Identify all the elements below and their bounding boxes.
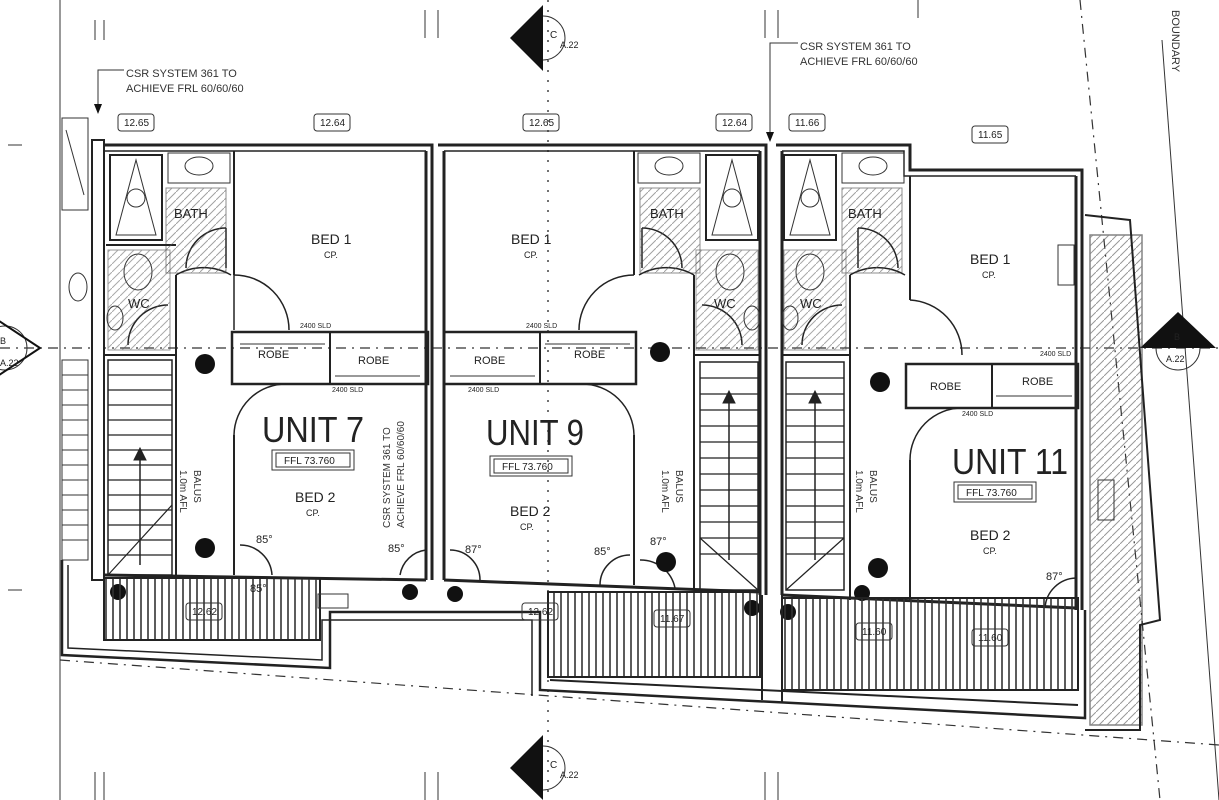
svg-text:2400 SLD: 2400 SLD: [1040, 351, 1071, 358]
svg-text:85°: 85°: [388, 543, 405, 555]
stairs: [107, 359, 845, 591]
unit7-robe2-label: ROBE: [358, 355, 389, 367]
svg-text:C: C: [550, 760, 557, 771]
external-walls: [91, 139, 1084, 610]
svg-text:2400 SLD: 2400 SLD: [332, 387, 363, 394]
unit7-bed2-label: BED 2: [295, 489, 336, 505]
svg-text:11.60: 11.60: [978, 633, 1003, 644]
internal-walls: [104, 151, 911, 600]
unit-7: BED 1 CP. UNIT 7 FFL 73.760 BED 2 CP. 1.…: [177, 231, 407, 528]
svg-text:1.0m AFL: 1.0m AFL: [659, 470, 670, 513]
bathrooms: BATH WC BATH WC BATH WC: [106, 152, 905, 351]
unit11-title: UNIT 11: [952, 441, 1068, 482]
unit-9: BED 1 CP. UNIT 9 FFL 73.760 BED 2 CP. 1.…: [486, 231, 684, 532]
unit7-title: UNIT 7: [262, 409, 364, 450]
unit-11: BED 1 CP. UNIT 11 FFL 73.760 BED 2 CP. 1…: [853, 251, 1068, 556]
svg-text:A.22: A.22: [1166, 354, 1185, 364]
svg-text:BALUS: BALUS: [191, 470, 202, 503]
level-tags-top: 12.65 12.64 12.65 12.64 11.66 11.65: [117, 113, 1009, 144]
svg-text:1.0m AFL: 1.0m AFL: [177, 470, 188, 513]
unit11-robe1-label: ROBE: [930, 381, 961, 393]
unit11-bath-label: BATH: [848, 206, 882, 221]
svg-text:CP.: CP.: [982, 270, 996, 280]
svg-text:CP.: CP.: [306, 508, 320, 518]
unit11-bed1-label: BED 1: [970, 251, 1011, 267]
section-marker-left: B A.22: [0, 320, 42, 376]
svg-text:CP.: CP.: [983, 546, 997, 556]
svg-text:B: B: [1174, 332, 1180, 342]
svg-text:A.22: A.22: [560, 40, 579, 50]
unit9-robe1-label: ROBE: [474, 355, 505, 367]
unit7-robe1-label: ROBE: [258, 349, 289, 361]
unit11-robe2-label: ROBE: [1022, 376, 1053, 388]
svg-text:85°: 85°: [250, 583, 267, 595]
section-marker-bottom: C A.22: [510, 735, 579, 800]
csr-note-left: CSR SYSTEM 361 TO ACHIEVE FRL 60/60/60: [94, 68, 244, 114]
svg-text:A.22: A.22: [0, 358, 19, 368]
unit9-robe2-label: ROBE: [574, 349, 605, 361]
unit11-bed2-label: BED 2: [970, 527, 1011, 543]
svg-text:CP.: CP.: [524, 250, 538, 260]
svg-text:12.62: 12.62: [528, 607, 553, 618]
unit7-bed1-label: BED 1: [311, 231, 352, 247]
svg-text:12.64: 12.64: [722, 118, 747, 129]
boundary-label: BOUNDARY: [1169, 10, 1181, 73]
unit7-wc-label: WC: [128, 296, 150, 311]
door-angle-labels: 85° 85° 87° 85° 87° 85° 87°: [250, 534, 1063, 595]
csr-vertical-note-line2: ACHIEVE FRL 60/60/60: [396, 421, 407, 528]
unit9-bath-label: BATH: [650, 206, 684, 221]
svg-text:12.62: 12.62: [192, 607, 217, 618]
svg-text:CP.: CP.: [324, 250, 338, 260]
svg-text:BALUS: BALUS: [867, 470, 878, 503]
svg-text:11.66: 11.66: [795, 118, 820, 129]
svg-text:BALUS: BALUS: [673, 470, 684, 503]
svg-text:85°: 85°: [594, 546, 611, 558]
unit9-wc-label: WC: [714, 296, 736, 311]
unit9-ffl: FFL 73.760: [502, 462, 553, 473]
unit9-bed2-label: BED 2: [510, 503, 551, 519]
svg-text:CP.: CP.: [520, 522, 534, 532]
svg-text:2400 SLD: 2400 SLD: [300, 323, 331, 330]
svg-text:87°: 87°: [1046, 571, 1063, 583]
unit9-bed1-label: BED 1: [511, 231, 552, 247]
svg-text:CSR SYSTEM 361 TO: CSR SYSTEM 361 TO: [126, 68, 237, 80]
csr-note-right: CSR SYSTEM 361 TO ACHIEVE FRL 60/60/60: [766, 41, 918, 142]
svg-text:ACHIEVE FRL 60/60/60: ACHIEVE FRL 60/60/60: [126, 83, 244, 95]
svg-text:85°: 85°: [256, 534, 273, 546]
svg-text:12.64: 12.64: [320, 118, 345, 129]
unit9-title: UNIT 9: [486, 412, 584, 453]
svg-text:11.67: 11.67: [660, 614, 685, 625]
unit7-ffl: FFL 73.760: [284, 456, 335, 467]
unit7-bath-label: BATH: [174, 206, 208, 221]
csr-vertical-note-line1: CSR SYSTEM 361 TO: [382, 427, 393, 528]
svg-text:12.65: 12.65: [124, 118, 149, 129]
balconies: [60, 214, 1162, 731]
svg-text:11.60: 11.60: [862, 627, 887, 638]
level-tags-bottom: 12.62 12.62 11.67 11.60 11.60: [185, 602, 1009, 647]
svg-text:C: C: [550, 30, 557, 41]
left-edge-details: [61, 117, 89, 561]
unit11-ffl: FFL 73.760: [966, 488, 1017, 499]
svg-text:1.0m AFL: 1.0m AFL: [853, 470, 864, 513]
svg-text:87°: 87°: [650, 536, 667, 548]
svg-text:ACHIEVE FRL 60/60/60: ACHIEVE FRL 60/60/60: [800, 56, 918, 68]
svg-text:2400 SLD: 2400 SLD: [526, 323, 557, 330]
svg-text:12.65: 12.65: [529, 118, 554, 129]
svg-text:2400 SLD: 2400 SLD: [962, 411, 993, 418]
section-marker-right: B A.22: [1140, 312, 1216, 371]
section-marker-top: C A.22: [510, 5, 579, 71]
svg-text:87°: 87°: [465, 544, 482, 556]
svg-text:CSR SYSTEM 361 TO: CSR SYSTEM 361 TO: [800, 41, 911, 53]
svg-text:11.65: 11.65: [978, 130, 1003, 141]
robes: ROBE ROBE ROBE ROBE ROBE ROBE 2400 SLD 2…: [230, 323, 1080, 418]
svg-text:B: B: [0, 336, 6, 346]
unit11-wc-label: WC: [800, 296, 822, 311]
svg-text:A.22: A.22: [560, 770, 579, 780]
svg-text:2400 SLD: 2400 SLD: [468, 387, 499, 394]
